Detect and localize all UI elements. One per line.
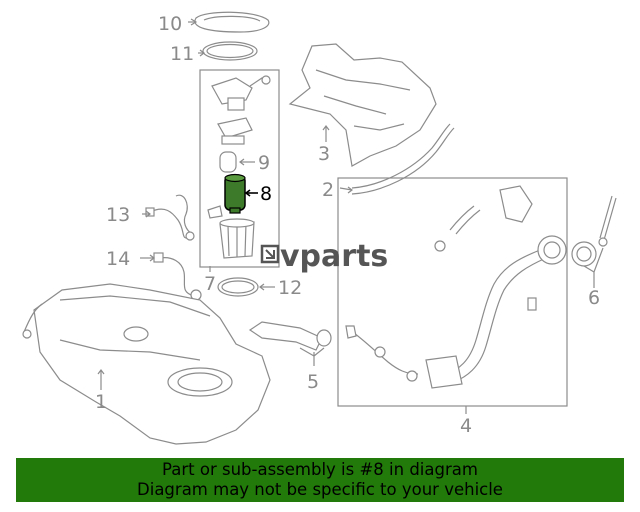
callout-9: 9 <box>258 152 270 174</box>
callout-10: 10 <box>158 13 182 35</box>
banner-line-1: Part or sub-assembly is #8 in diagram <box>162 460 478 479</box>
vparts-logo: vparts <box>260 239 388 274</box>
part-12-gasket <box>217 277 259 297</box>
leader-lines <box>97 18 604 414</box>
callout-14: 14 <box>106 248 130 270</box>
part-6-fuel-cap <box>571 195 617 267</box>
callout-4: 4 <box>460 415 472 437</box>
callout-2: 2 <box>322 179 334 201</box>
callout-5: 5 <box>307 371 319 393</box>
part-8-fuel-pump-highlighted <box>224 173 246 214</box>
callout-6: 6 <box>588 287 600 309</box>
part-2-tank-strap <box>351 123 455 195</box>
info-banner: Part or sub-assembly is #8 in diagram Di… <box>16 458 624 502</box>
callout-3: 3 <box>318 143 330 165</box>
part-10-seal-plate <box>194 11 270 33</box>
callout-12: 12 <box>278 277 302 299</box>
banner-line-2: Diagram may not be specific to your vehi… <box>137 480 503 499</box>
callout-13: 13 <box>106 204 130 226</box>
callout-8: 8 <box>260 183 272 205</box>
callout-11: 11 <box>170 43 194 65</box>
part-14-sensor <box>153 252 202 301</box>
logo-text: vparts <box>280 239 388 274</box>
part-1-fuel-tank <box>22 283 271 445</box>
part-5-filler-hose <box>248 321 332 351</box>
parts-diagram: 10 11 9 8 13 14 7 12 3 2 1 5 4 6 vparts <box>22 11 617 445</box>
part-4-filler-neck-assembly <box>337 177 568 407</box>
part-7-pump-module-frame <box>199 69 280 268</box>
part-13-sensor-harness <box>145 194 195 241</box>
part-3-heat-shield <box>288 43 437 167</box>
callout-1: 1 <box>95 391 107 413</box>
part-11-o-ring <box>202 41 258 61</box>
callout-7: 7 <box>204 273 216 295</box>
